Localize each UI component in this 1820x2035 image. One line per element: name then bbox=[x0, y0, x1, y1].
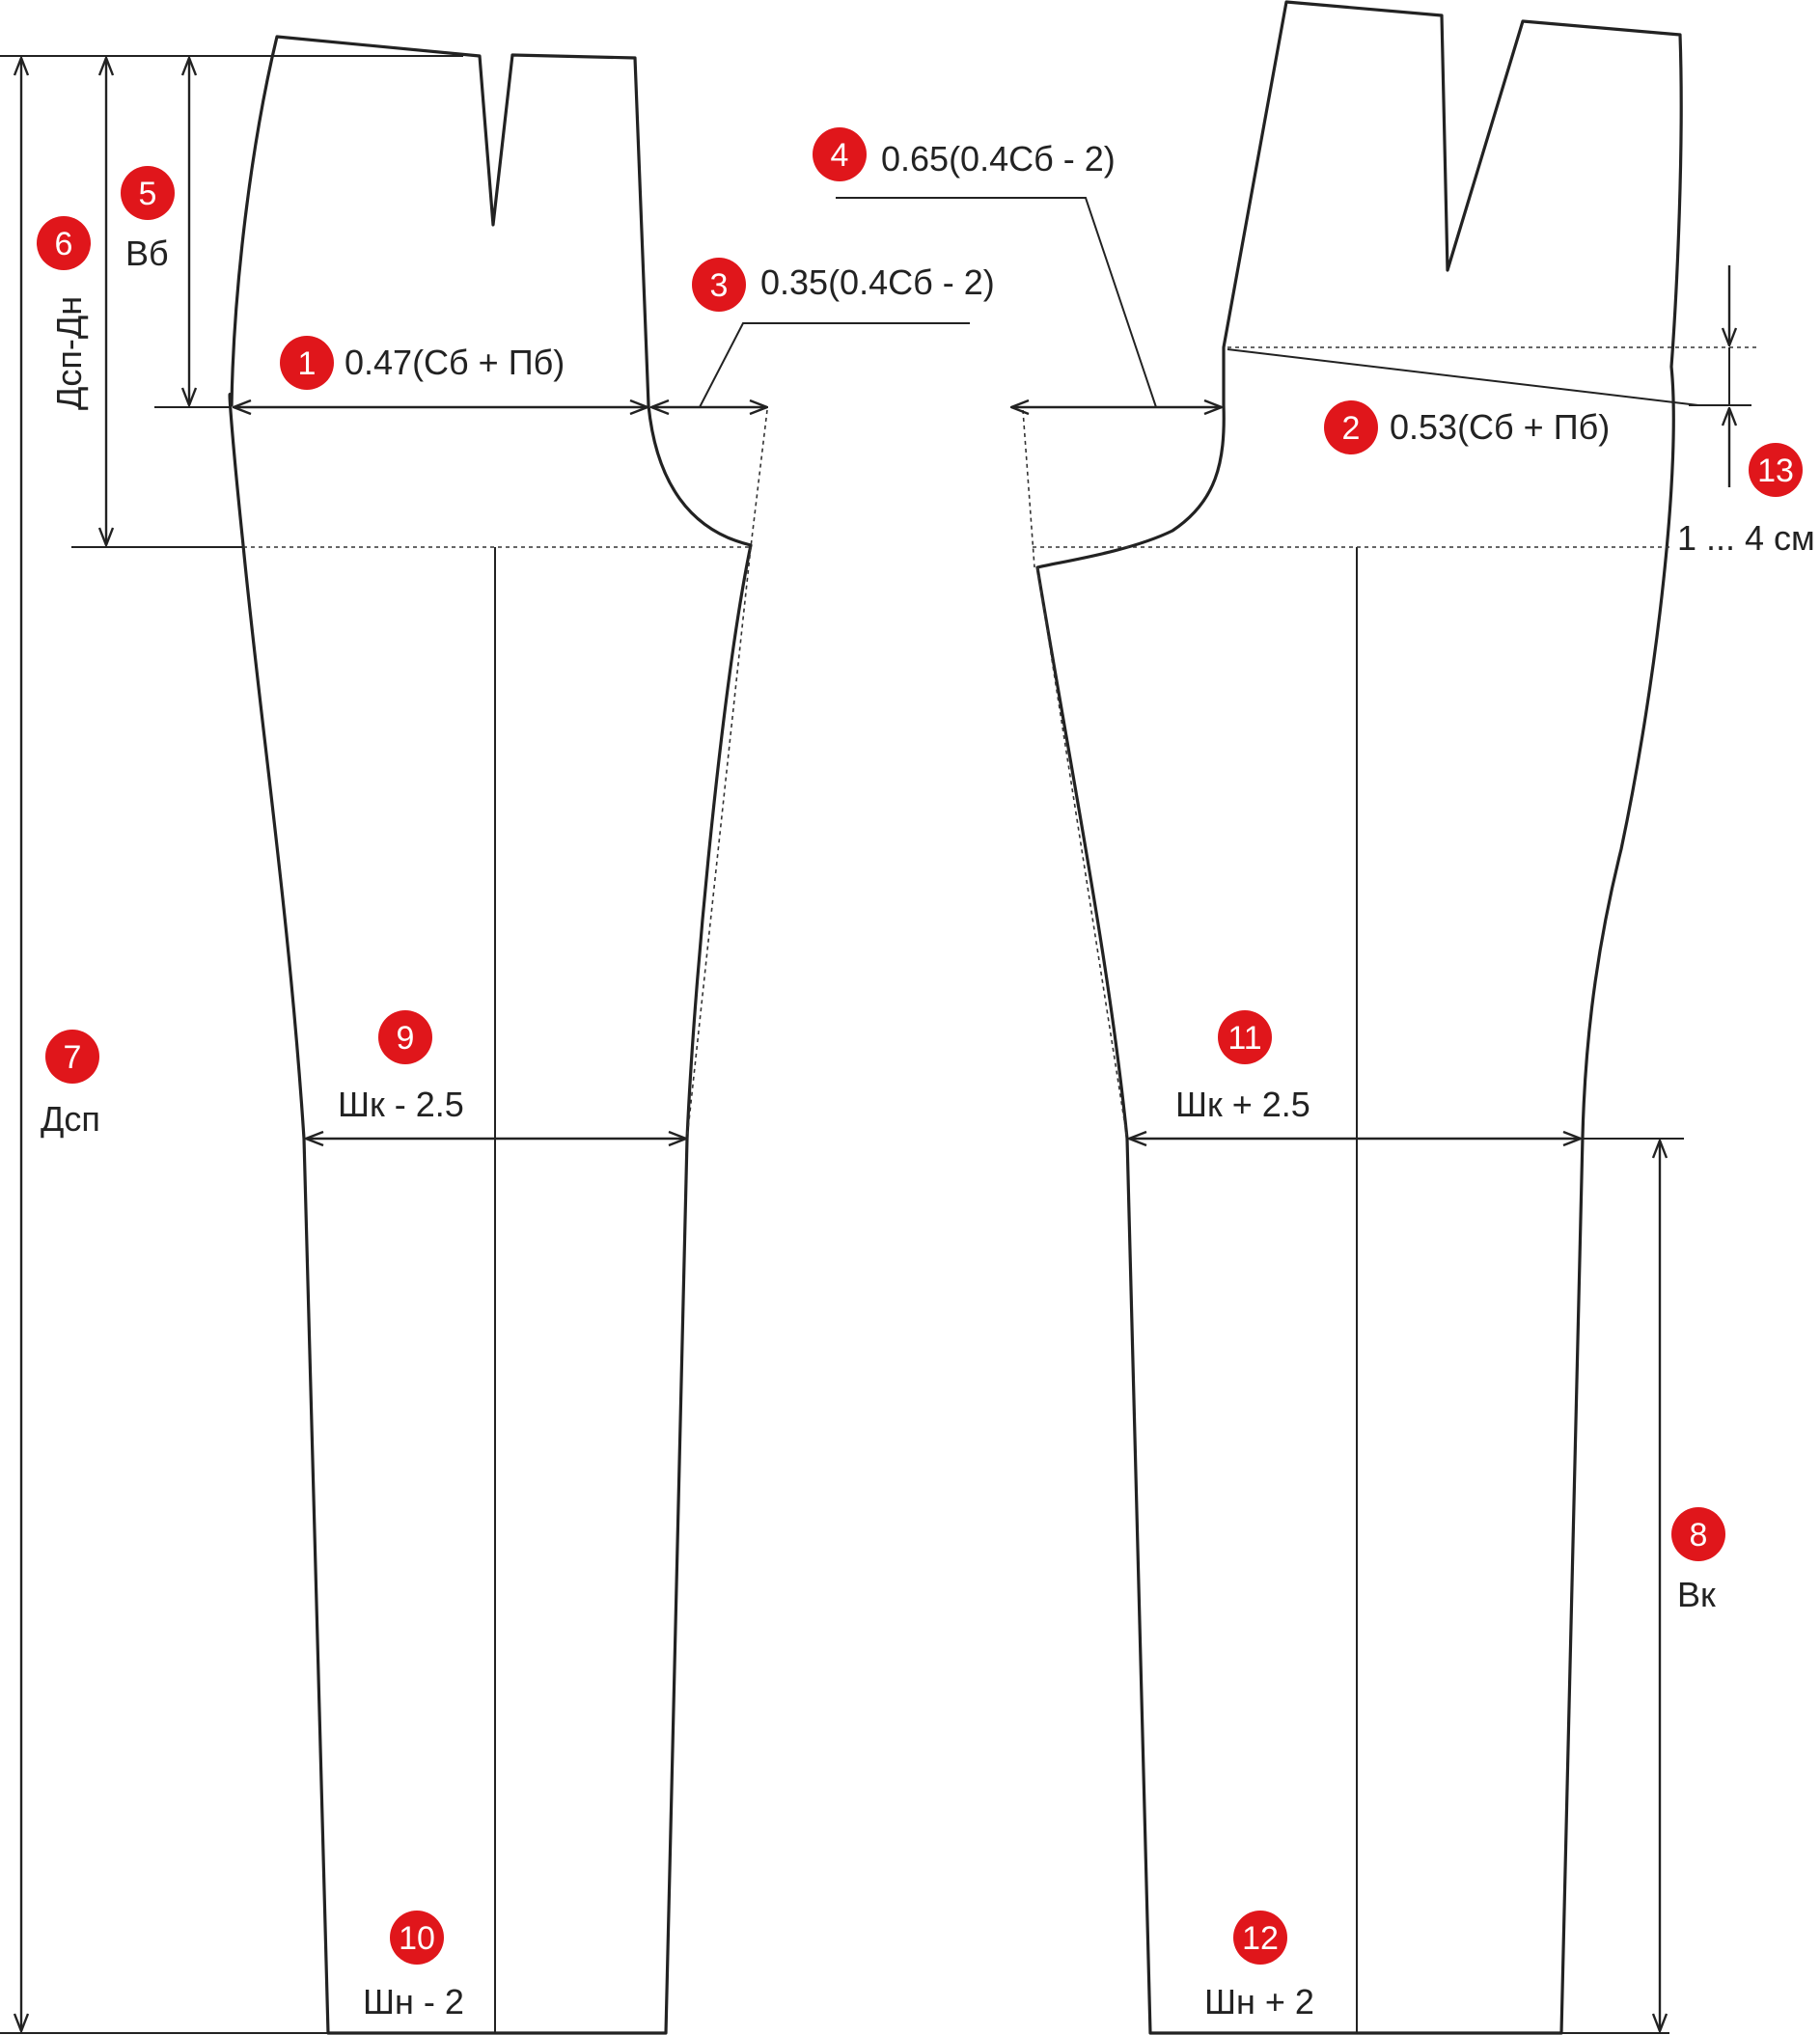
badge-10-number: 10 bbox=[399, 1920, 435, 1957]
annotation-9: 9 Шк - 2.5 bbox=[338, 1010, 464, 1124]
badge-3-number: 3 bbox=[710, 267, 729, 304]
badge-6 bbox=[37, 216, 91, 270]
hip-height-label: Вб bbox=[125, 234, 169, 273]
badge-5 bbox=[121, 166, 175, 220]
annotation-3: 3 0.35(0.4Сб - 2) bbox=[692, 258, 995, 312]
badge-12 bbox=[1233, 1911, 1287, 1965]
badge-11-number: 11 bbox=[1227, 1020, 1261, 1057]
badge-2-number: 2 bbox=[1342, 410, 1361, 447]
back-inseam-guide bbox=[1036, 566, 1128, 1140]
badge-1 bbox=[280, 336, 334, 390]
badge-1-number: 1 bbox=[298, 345, 317, 382]
annotation-11: 11 Шк + 2.5 bbox=[1175, 1010, 1310, 1124]
badge-10 bbox=[390, 1911, 444, 1965]
back-piece-outline bbox=[1035, 0, 1683, 2035]
front-crotch-leader bbox=[699, 322, 970, 408]
front-piece-outline bbox=[228, 35, 753, 2035]
annotation-7: 7 Дсп bbox=[41, 1030, 100, 1139]
badge-2 bbox=[1324, 400, 1378, 454]
crotch-depth-label: Дсп-Дн bbox=[49, 296, 89, 410]
front-crotch-ext-label: 0.35(0.4Сб - 2) bbox=[760, 262, 995, 302]
back-piece bbox=[1022, 0, 1756, 2035]
annotations: 1 0.47(Сб + Пб) 2 0.53(Сб + Пб) 3 0.35(0… bbox=[37, 127, 1815, 2021]
back-crotch-ext-label: 0.65(0.4Сб - 2) bbox=[881, 139, 1116, 179]
front-crotch-guide bbox=[750, 409, 768, 548]
front-piece bbox=[228, 35, 768, 2035]
badge-13 bbox=[1749, 443, 1803, 497]
back-waist-slant bbox=[1227, 348, 1699, 406]
annotation-13: 13 1 ... 4 см bbox=[1677, 443, 1815, 558]
badge-7-number: 7 bbox=[64, 1039, 82, 1076]
badge-8-number: 8 bbox=[1690, 1517, 1708, 1554]
front-hip-width-label: 0.47(Сб + Пб) bbox=[345, 343, 565, 382]
badge-12-number: 12 bbox=[1242, 1920, 1279, 1957]
front-knee-label: Шк - 2.5 bbox=[338, 1085, 464, 1124]
badge-4-number: 4 bbox=[831, 137, 849, 174]
back-hem-label: Шн + 2 bbox=[1204, 1982, 1314, 2021]
annotation-6: 6 Дсп-Дн bbox=[37, 216, 91, 410]
annotation-1: 1 0.47(Сб + Пб) bbox=[280, 336, 565, 390]
back-knee-label: Шк + 2.5 bbox=[1175, 1085, 1310, 1124]
badge-8 bbox=[1671, 1507, 1725, 1561]
back-hip-width-label: 0.53(Сб + Пб) bbox=[1390, 407, 1610, 447]
front-inseam-guide bbox=[686, 546, 752, 1140]
badge-5-number: 5 bbox=[139, 176, 157, 212]
full-length-label: Дсп bbox=[41, 1099, 100, 1139]
badge-11 bbox=[1218, 1010, 1272, 1064]
badge-13-number: 13 bbox=[1757, 453, 1794, 489]
annotation-4: 4 0.65(0.4Сб - 2) bbox=[813, 127, 1116, 181]
back-crotch-guide bbox=[1022, 409, 1035, 568]
badge-4 bbox=[813, 127, 867, 181]
annotation-12: 12 Шн + 2 bbox=[1204, 1911, 1314, 2021]
back-crotch-leader bbox=[836, 197, 1157, 408]
annotation-2: 2 0.53(Сб + Пб) bbox=[1324, 400, 1610, 454]
badge-6-number: 6 bbox=[55, 226, 73, 262]
badge-3 bbox=[692, 258, 746, 312]
badge-7 bbox=[45, 1030, 99, 1084]
badge-9 bbox=[378, 1010, 432, 1064]
knee-height-label: Вк bbox=[1677, 1575, 1716, 1614]
annotation-5: 5 Вб bbox=[121, 166, 175, 273]
annotation-10: 10 Шн - 2 bbox=[363, 1911, 464, 2021]
seat-offset-label: 1 ... 4 см bbox=[1677, 518, 1815, 558]
badge-9-number: 9 bbox=[397, 1020, 415, 1057]
annotation-8: 8 Вк bbox=[1671, 1507, 1725, 1614]
dimension-lines bbox=[0, 55, 1751, 2034]
front-hem-label: Шн - 2 bbox=[363, 1982, 464, 2021]
